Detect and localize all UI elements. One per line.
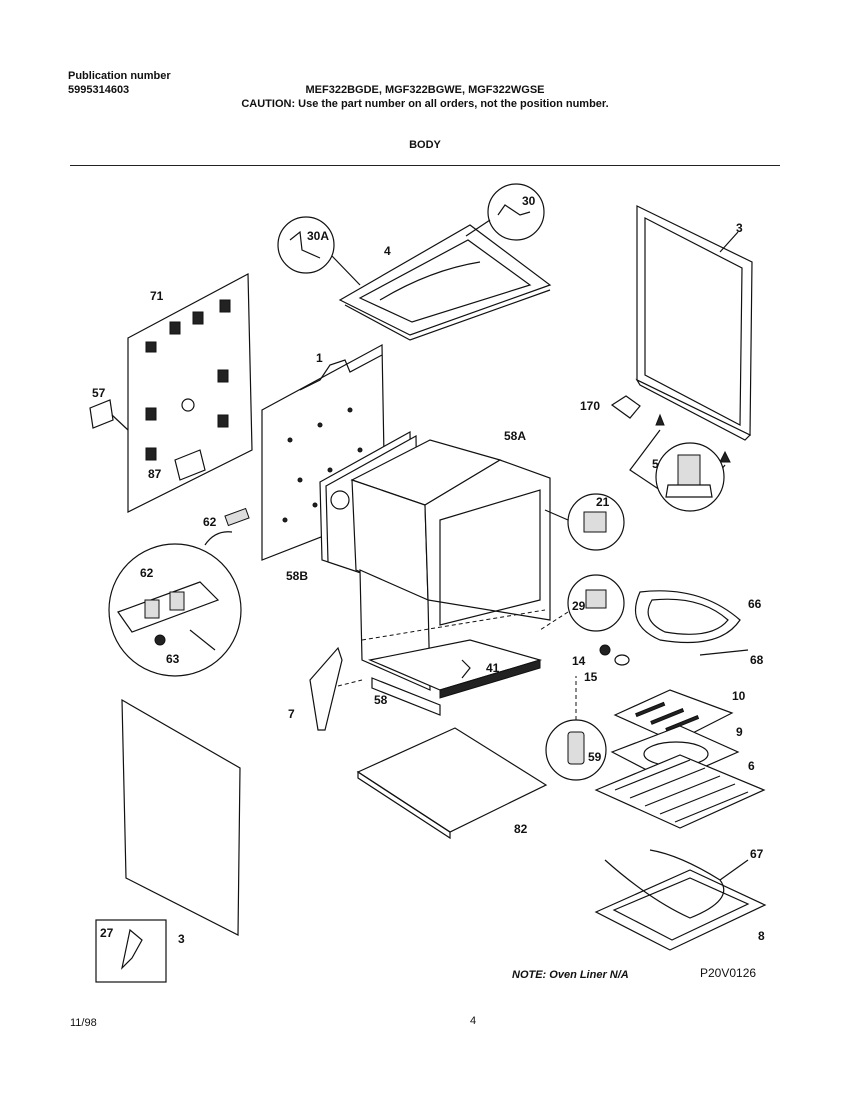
light-socket-part-14-15 — [599, 644, 630, 666]
bracket-part-41 — [461, 659, 471, 679]
callout-67: 67 — [750, 847, 764, 861]
callout-9: 9 — [736, 725, 743, 739]
callout-63: 63 — [166, 652, 180, 666]
caution-note: CAUTION: Use the part number on all orde… — [241, 98, 609, 110]
broil-element-part-66 — [634, 590, 749, 656]
section-title: BODY — [409, 139, 441, 151]
top-panel-part-4 — [338, 224, 552, 341]
callout-68: 68 — [750, 653, 764, 667]
callout-30: 30 — [522, 194, 536, 208]
oven-liner-note: NOTE: Oven Liner N/A — [512, 969, 629, 981]
leveler-leg-part-5 — [610, 395, 731, 512]
callout-5: 5 — [652, 457, 659, 471]
callout-30a: 30A — [307, 229, 329, 243]
callout-71: 71 — [150, 289, 164, 303]
callout-circle-62-63 — [108, 543, 242, 677]
page-number: 4 — [470, 1015, 477, 1027]
callout-62: 62 — [203, 515, 217, 529]
callout-3: 3 — [736, 221, 743, 235]
left-side-panel-part-3 — [121, 698, 241, 936]
right-side-panel-part-3 — [635, 205, 753, 441]
diagram-code: P20V0126 — [700, 966, 757, 980]
callout-66: 66 — [748, 597, 762, 611]
callout-4: 4 — [384, 244, 391, 258]
callout-8: 8 — [758, 929, 765, 943]
model-numbers: MEF322BGDE, MGF322BGWE, MGF322WGSE — [305, 84, 545, 96]
callout-15: 15 — [584, 670, 598, 684]
back-panel-part-71 — [89, 273, 253, 513]
bottom-panel-part-82 — [356, 727, 548, 840]
callout-1: 1 — [316, 351, 323, 365]
callout-27: 27 — [100, 926, 114, 940]
callout-14: 14 — [572, 654, 586, 668]
callout-circle-59 — [545, 676, 607, 781]
callout-59: 59 — [588, 750, 602, 764]
callout-58: 58 — [374, 693, 388, 707]
callout-58b: 58B — [286, 569, 308, 583]
callout-58a: 58A — [504, 429, 526, 443]
revision-date: 11/98 — [70, 1017, 97, 1029]
callout-circle-21 — [544, 493, 625, 551]
callout-57: 57 — [92, 386, 106, 400]
part-27-box — [95, 919, 167, 983]
callout-circle-30a — [277, 216, 361, 286]
callout-62-detail: 62 — [140, 566, 154, 580]
oven-cavity-assembly — [319, 430, 551, 716]
callout-29: 29 — [572, 599, 586, 613]
callout-82: 82 — [514, 822, 528, 836]
callout-circle-29 — [539, 574, 625, 632]
callout-170: 170 — [580, 399, 600, 413]
publication-label: Publication number — [68, 70, 171, 82]
callout-10: 10 — [732, 689, 746, 703]
callout-41: 41 — [486, 661, 500, 675]
publication-number: 5995314603 — [68, 84, 130, 96]
callout-87: 87 — [148, 467, 162, 481]
callout-3-left: 3 — [178, 932, 185, 946]
bake-element-and-pan — [594, 849, 767, 951]
callout-circle-30 — [465, 183, 545, 241]
terminal-block-part-62 — [204, 507, 250, 546]
callout-labels: 3 3 4 30 30A 71 57 87 1 170 5 58A 21 62 … — [92, 194, 765, 946]
header-divider — [70, 165, 780, 166]
broiler-pan-and-rack — [594, 689, 766, 829]
callout-6: 6 — [748, 759, 755, 773]
callout-7: 7 — [288, 707, 295, 721]
callout-21: 21 — [596, 495, 610, 509]
door-hinge-part-7 — [309, 646, 363, 731]
